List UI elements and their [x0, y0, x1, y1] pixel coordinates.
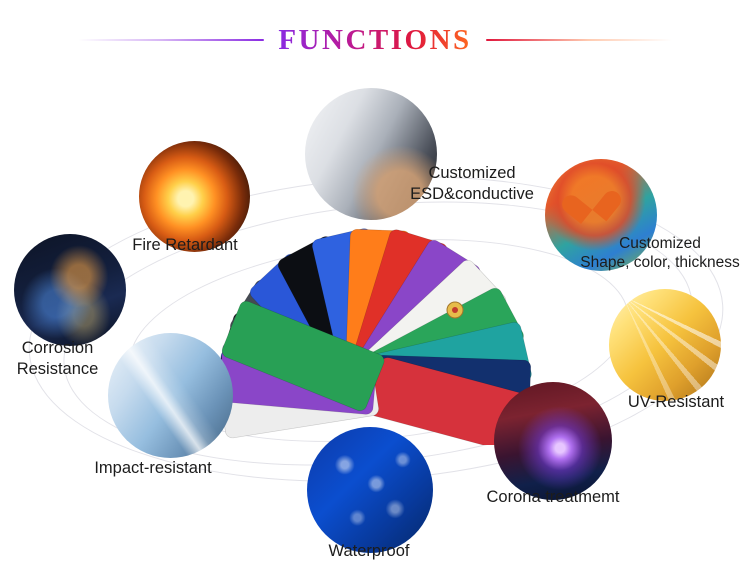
photo-corona-treatment	[494, 382, 612, 500]
photo-esd-conductive-meter	[305, 88, 437, 220]
sheet-logo-mark	[446, 301, 464, 319]
photo-corrosion-resistance	[14, 234, 126, 346]
feature-label-uv-resistant: UV-Resistant	[627, 393, 725, 411]
feature-label-waterproof: Waterproof	[328, 542, 410, 560]
feature-label-custom-shape: Customized Shape, color, thickness	[580, 235, 740, 272]
feature-label-corona-treatment: Corona treatmemt	[486, 488, 620, 506]
feature-label-fire-retardant: Fire Retardant	[132, 236, 238, 254]
heart-shape-sheet	[571, 179, 610, 215]
plastic-sheet	[221, 300, 385, 412]
title-row: FUNCTIONS	[0, 20, 750, 60]
photo-waterproof-wet-sheet	[307, 427, 433, 553]
title-decor-line-left	[78, 39, 265, 41]
title-decor-line-right	[485, 39, 672, 41]
page-title: FUNCTIONS	[278, 23, 472, 56]
photo-uv-sunlight	[609, 289, 721, 401]
photo-impact-resistant-sheet	[108, 333, 233, 458]
photo-custom-shape-heart-sheets	[545, 159, 657, 271]
feature-label-impact-resistant: Impact-resistant	[94, 459, 212, 477]
photo-fire-retardant-flame	[139, 141, 250, 252]
feature-label-corrosion-resistance: Corrosion Resistance	[16, 339, 99, 378]
feature-label-esd-conductive: Customized ESD&conductive	[410, 164, 534, 203]
center-sheet-fan	[217, 228, 532, 445]
